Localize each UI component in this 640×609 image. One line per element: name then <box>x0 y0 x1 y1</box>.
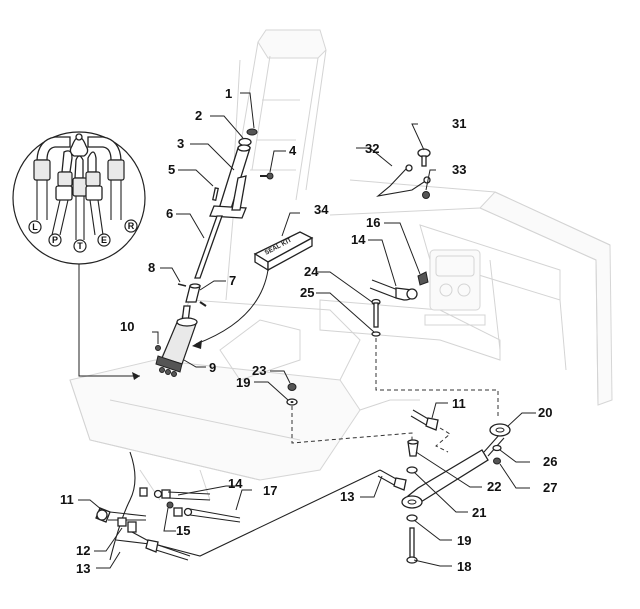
svg-text:R: R <box>128 221 135 231</box>
ghost-valve-block <box>424 249 486 326</box>
part-1-circlip <box>246 128 258 136</box>
callout-leaders <box>78 92 536 569</box>
part-7-coupling <box>185 283 207 307</box>
callout-3: 3 <box>177 136 184 151</box>
callout-34: 34 <box>314 202 329 217</box>
callout-32: 32 <box>365 141 379 156</box>
part-3-column-tube <box>209 144 251 219</box>
part-21-washer <box>406 466 418 474</box>
part-24-bolt <box>371 298 381 328</box>
callout-16: 16 <box>366 215 380 230</box>
callout-20: 20 <box>538 405 552 420</box>
part-10-fitting <box>155 345 161 351</box>
svg-text:E: E <box>101 235 107 245</box>
part-34-seal-kit: SEAL KIT <box>192 231 314 349</box>
callout-24: 24 <box>304 264 319 279</box>
part-13-hose-end <box>377 469 407 491</box>
port-t: T <box>73 239 87 253</box>
part-32-bracket <box>376 164 431 197</box>
svg-text:L: L <box>32 222 38 232</box>
callout-21: 21 <box>472 505 486 520</box>
ghost-frame <box>69 179 613 501</box>
part-16-fitting <box>417 271 429 286</box>
callout-labels: 1 2 3 4 5 6 7 8 9 10 11 11 12 13 13 14 1… <box>60 86 557 576</box>
part-19-washer-upper <box>286 398 298 406</box>
callout-13-right: 13 <box>340 489 354 504</box>
part-18-bolt <box>406 527 418 564</box>
callout-11-lower: 11 <box>60 492 74 507</box>
part-25-washer <box>371 331 381 337</box>
part-26-washer <box>492 444 502 452</box>
part-14-hose-upper <box>369 279 418 301</box>
port-r: R <box>124 219 138 233</box>
part-22-bushing <box>407 439 419 457</box>
callout-14-lower: 14 <box>228 476 243 491</box>
callout-19-upper: 19 <box>236 375 250 390</box>
callout-31: 31 <box>452 116 466 131</box>
callout-26: 26 <box>543 454 557 469</box>
callout-4: 4 <box>289 143 297 158</box>
part-19-washer-lower <box>406 514 418 522</box>
callout-12: 12 <box>76 543 90 558</box>
callout-23: 23 <box>252 363 266 378</box>
callout-13-lower: 13 <box>76 561 90 576</box>
port-p: P <box>48 233 62 247</box>
callout-5: 5 <box>168 162 175 177</box>
part-31-bolt <box>417 148 431 167</box>
part-4-screw <box>260 172 274 180</box>
callout-18: 18 <box>457 559 471 574</box>
part-8-pin <box>177 283 187 287</box>
part-23-nut <box>287 383 297 391</box>
callout-9: 9 <box>209 360 216 375</box>
callout-17: 17 <box>263 483 277 498</box>
callout-22: 22 <box>487 479 501 494</box>
part-11-hose-end-upper <box>410 409 451 453</box>
hose-detail-circle: L P T E R <box>12 131 146 380</box>
callout-8: 8 <box>148 260 155 275</box>
lower-hose-assembly <box>95 451 381 561</box>
callout-25: 25 <box>300 285 314 300</box>
callout-15: 15 <box>176 523 190 538</box>
part-9-steering-unit <box>155 305 198 377</box>
part-27-nut <box>493 457 501 465</box>
part-6-shaft <box>194 215 223 279</box>
part-33-nut <box>422 191 430 199</box>
callout-7: 7 <box>229 273 236 288</box>
callout-11-upper: 11 <box>452 396 466 411</box>
port-e: E <box>97 233 111 247</box>
callout-33: 33 <box>452 162 466 177</box>
callout-2: 2 <box>195 108 202 123</box>
callout-27: 27 <box>543 480 557 495</box>
assembly-line-upper <box>375 338 499 418</box>
callout-10: 10 <box>120 319 134 334</box>
callout-6: 6 <box>166 206 173 221</box>
svg-text:T: T <box>77 241 83 251</box>
part-5-bolt <box>212 187 219 202</box>
svg-text:P: P <box>52 235 58 245</box>
callout-19-lower: 19 <box>457 533 471 548</box>
port-l: L <box>28 220 42 234</box>
callout-14-upper: 14 <box>351 232 366 247</box>
callout-1: 1 <box>225 86 232 101</box>
part-20-cylinder <box>401 423 511 509</box>
